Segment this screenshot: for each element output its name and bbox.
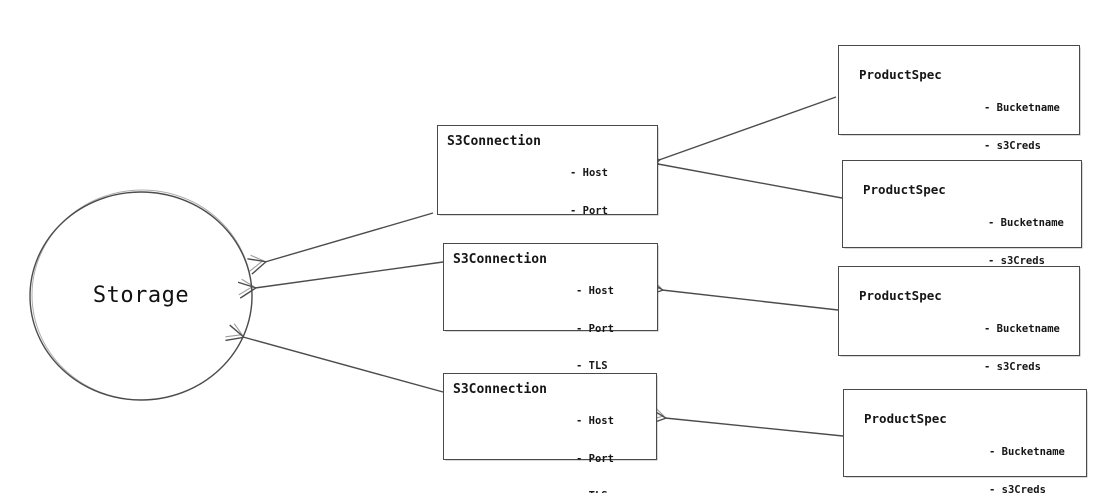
node-title: ProductSpec bbox=[864, 411, 947, 426]
attribute-item: - Bucketname bbox=[989, 446, 1065, 458]
arrow-productspec1-to-s3connection1 bbox=[641, 96, 837, 174]
arrow-s3connection3-to-storage bbox=[225, 323, 444, 393]
attribute-item: - TLS bbox=[576, 490, 614, 493]
attribute-item: - Port bbox=[576, 322, 614, 335]
arrow-s3connection2-to-storage bbox=[237, 261, 444, 299]
node-attribute-list: - Host - Port - TLS bbox=[576, 260, 614, 398]
node-attribute-list: - Bucketname - s3Creds bbox=[984, 77, 1060, 177]
attribute-item: - Bucketname bbox=[984, 323, 1060, 335]
attribute-item: - s3Creds bbox=[988, 254, 1045, 267]
attribute-item: - Host bbox=[576, 285, 614, 297]
s3connection-node-3: S3Connection - Host - Port - TLS bbox=[443, 373, 657, 493]
node-title: S3Connection bbox=[453, 382, 547, 397]
productspec-node-1: ProductSpec - Bucketname - s3Creds bbox=[838, 45, 1080, 152]
node-title: S3Connection bbox=[453, 252, 547, 267]
s3connection-node-2: S3Connection - Host - Port - TLS bbox=[443, 243, 658, 372]
attribute-item: - s3Creds bbox=[984, 139, 1041, 152]
node-title: ProductSpec bbox=[859, 67, 942, 82]
attribute-item: - Bucketname bbox=[984, 102, 1060, 114]
arrow-s3connection1-to-storage bbox=[247, 212, 434, 275]
attribute-item: - Port bbox=[576, 452, 614, 465]
attribute-item: - s3Creds bbox=[984, 360, 1041, 373]
node-attribute-list: - Bucketname - s3Creds bbox=[984, 298, 1060, 398]
node-title: ProductSpec bbox=[863, 182, 946, 197]
arrow-productspec2-to-s3connection1 bbox=[640, 151, 843, 199]
attribute-item: - Bucketname bbox=[988, 217, 1064, 229]
storage-node-label: Storage bbox=[92, 283, 190, 308]
arrow-productspec4-to-s3connection3 bbox=[647, 405, 844, 437]
attribute-item: - s3Creds bbox=[989, 483, 1046, 493]
attribute-item: - Host bbox=[570, 167, 608, 179]
productspec-node-4: ProductSpec - Bucketname - s3Creds bbox=[843, 389, 1087, 493]
node-title: S3Connection bbox=[447, 134, 541, 149]
node-attribute-list: - Bucketname - s3Creds bbox=[988, 192, 1064, 292]
attribute-item: - Port bbox=[570, 204, 608, 217]
arrow-productspec3-to-s3connection2 bbox=[644, 277, 839, 311]
attribute-item: - TLS bbox=[576, 360, 608, 372]
s3connection-node-1: S3Connection - Host - Port - TLS bbox=[437, 125, 658, 254]
node-attribute-list: - Bucketname - s3Creds bbox=[989, 421, 1065, 493]
node-attribute-list: - Host - Port - TLS bbox=[576, 390, 614, 493]
node-title: ProductSpec bbox=[859, 288, 942, 303]
productspec-node-2: ProductSpec - Bucketname - s3Creds bbox=[842, 160, 1082, 267]
attribute-item: - Host bbox=[576, 415, 614, 427]
productspec-node-3: ProductSpec - Bucketname - s3Creds bbox=[838, 266, 1080, 373]
